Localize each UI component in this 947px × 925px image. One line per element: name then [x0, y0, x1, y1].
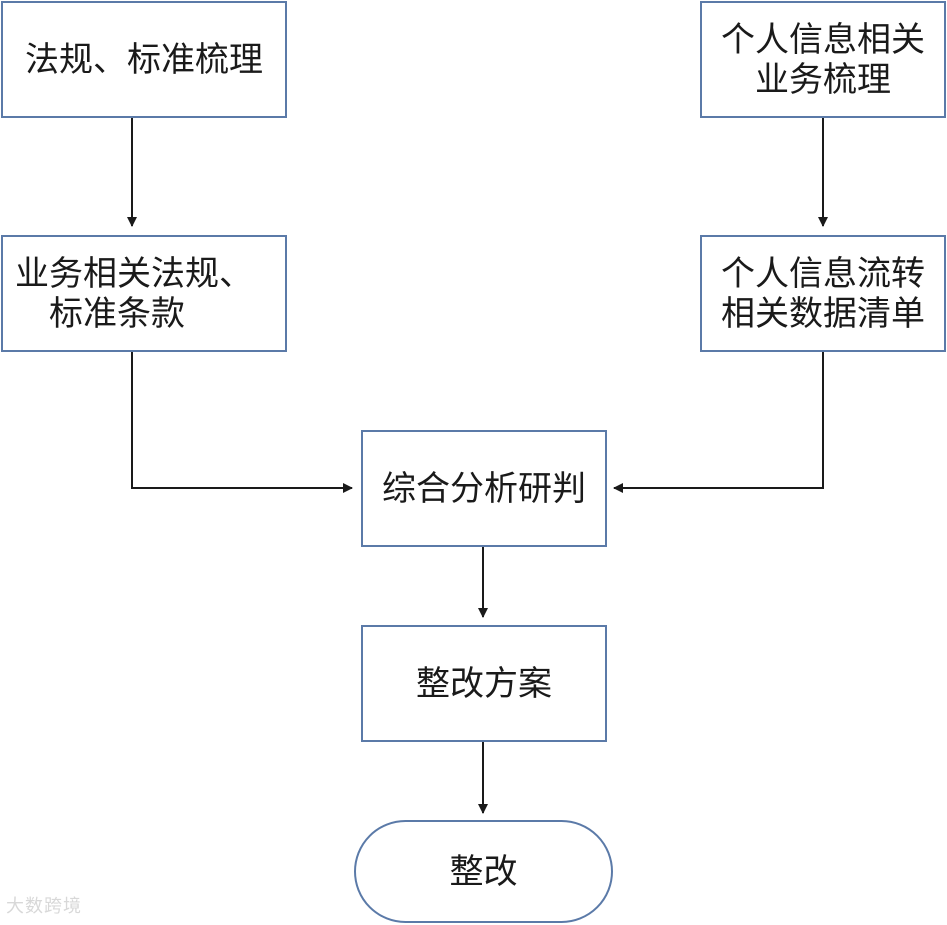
node-data-list-line-2: 相关数据清单 [721, 293, 925, 334]
node-data-list: 个人信息流转 相关数据清单 [700, 235, 946, 352]
node-business-review-line-2: 业务梳理 [755, 59, 891, 100]
node-laws-review: 法规、标准梳理 [1, 1, 287, 118]
node-clauses: 业务相关法规、 标准条款 [1, 235, 287, 352]
node-clauses-line-2: 标准条款 [49, 293, 185, 334]
arrow-datalist-to-analysis [613, 352, 824, 493]
node-plan: 整改方案 [361, 625, 607, 742]
node-laws-review-line-1: 法规、标准梳理 [25, 39, 263, 80]
node-analysis: 综合分析研判 [361, 430, 607, 547]
watermark: 大数跨境 [6, 896, 82, 917]
node-rectify-line-1: 整改 [449, 851, 518, 892]
node-rectify: 整改 [354, 820, 613, 923]
node-business-review: 个人信息相关 业务梳理 [700, 1, 946, 118]
node-analysis-line-1: 综合分析研判 [382, 468, 586, 509]
node-plan-line-1: 整改方案 [416, 663, 552, 704]
node-business-review-line-1: 个人信息相关 [721, 19, 925, 60]
node-clauses-line-1: 业务相关法规、 [15, 253, 253, 294]
node-data-list-line-1: 个人信息流转 [721, 253, 925, 294]
arrow-clauses-to-analysis [131, 352, 353, 493]
